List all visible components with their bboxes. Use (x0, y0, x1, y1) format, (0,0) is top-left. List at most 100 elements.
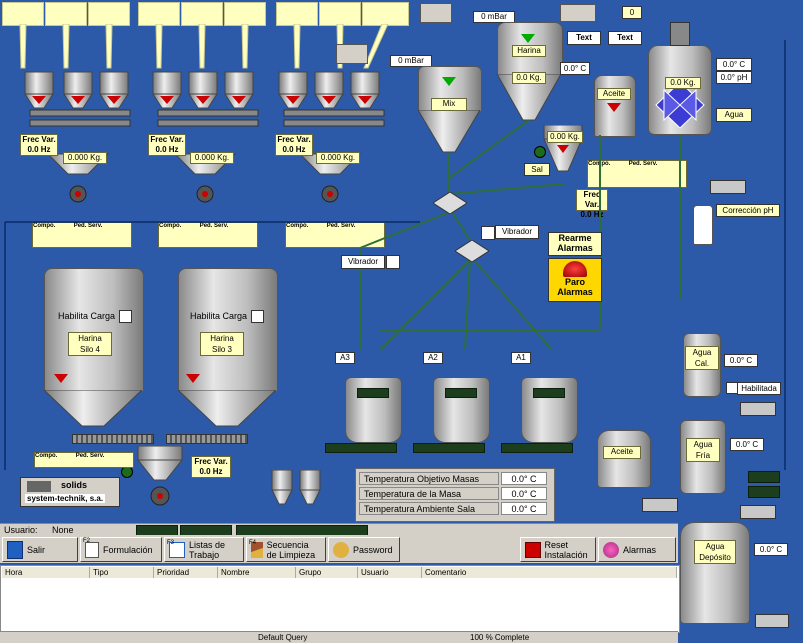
silo-3-cone (178, 390, 276, 427)
mixer-a1[interactable]: A1 (501, 352, 586, 453)
weight-display-3: 0.000 Kg. (316, 152, 360, 164)
correccion-label: Corrección pH (716, 204, 780, 217)
sal-weight: 0.00 Kg. (547, 131, 583, 143)
pump-icon-3[interactable] (642, 498, 678, 512)
salir-button[interactable]: Salir (2, 537, 78, 562)
alarm-light-icon (563, 261, 587, 277)
pump-icon-4[interactable] (740, 505, 776, 519)
monitor-icon-1[interactable] (420, 3, 452, 23)
harina-label: Harina (512, 45, 546, 57)
agua-deposito-tank[interactable] (680, 522, 750, 624)
mixer-a3[interactable]: A3 (325, 352, 410, 453)
usuario-value: None (52, 525, 74, 535)
mix-label: Mix (431, 98, 467, 111)
vibrador-checkbox-2[interactable] (386, 255, 400, 269)
usuario-label: Usuario: (4, 525, 38, 535)
compo-table-4: Compo. Ped. Serv. (587, 160, 687, 188)
silo-3[interactable] (178, 268, 278, 392)
silo-3-conveyor (166, 434, 248, 444)
pump-icon-5[interactable] (755, 614, 789, 628)
mixer-a2-display (445, 388, 477, 398)
ingredient-label-7[interactable] (276, 2, 318, 26)
silo-4-indicator (54, 374, 68, 383)
status-bar: Usuario: None (0, 523, 678, 536)
vibrador-checkbox-1[interactable] (481, 226, 495, 240)
mixer-a1-display (533, 388, 565, 398)
agua-fria-display-1 (748, 471, 780, 483)
pump-icon-1[interactable] (710, 180, 746, 194)
pressure-display-1: 0 mBar (473, 11, 515, 23)
temp-row-ambiente: Temperatura Ambiente Sala 0.0° C (359, 502, 549, 515)
temp-row-masa: Temperatura de la Masa 0.0° C (359, 487, 549, 500)
col-usuario[interactable]: Usuario (358, 567, 422, 578)
door-icon (7, 540, 23, 559)
ingredient-label-2[interactable] (45, 2, 87, 26)
pipe-network (4, 40, 786, 470)
mixer-a2[interactable]: A2 (413, 352, 498, 453)
list-icon (169, 541, 185, 558)
text-button-1[interactable]: Text (567, 31, 601, 45)
secuencia-limpieza-button[interactable]: F4 Secuencia de Limpieza (246, 537, 326, 562)
vibrador-label-1: Vibrador (495, 225, 539, 239)
computer-icon[interactable] (560, 4, 596, 22)
col-prioridad[interactable]: Prioridad (154, 567, 218, 578)
temp-ambiente-value: 0.0° C (501, 502, 547, 515)
col-grupo[interactable]: Grupo (296, 567, 358, 578)
label-pointers (19, 24, 389, 69)
splitter-1 (433, 192, 467, 214)
mix-cone (418, 110, 480, 153)
mixer-a3-display (357, 388, 389, 398)
agua-cal-temp: 0.0° C (724, 354, 758, 367)
formulacion-button[interactable]: F2 Formulación (80, 537, 162, 562)
paro-alarmas-button[interactable]: Paro Alarmas (548, 258, 602, 302)
agua-fria-display-2 (748, 486, 780, 498)
f2-key: F2 (83, 538, 91, 544)
pump-icon-2[interactable] (740, 402, 776, 416)
harina-indicator (521, 34, 535, 43)
agua-cal-label: Agua Cal. (685, 346, 719, 370)
paro-label: Paro Alarmas (557, 277, 593, 297)
silo-4[interactable] (44, 268, 144, 392)
alarm-icon (603, 541, 619, 558)
ingredient-label-8[interactable] (319, 2, 361, 26)
temp-objetivo-value[interactable]: 0.0° C (501, 472, 547, 485)
solids-logo: solids system-technik, s.a. (20, 477, 120, 507)
monitor-icon-2[interactable] (336, 44, 368, 64)
agua-ph: 0.0° pH (716, 71, 752, 84)
sal-valve-icon[interactable] (534, 146, 546, 158)
ingredient-label-9[interactable] (362, 2, 409, 26)
compo-table-2: Compo. Ped. Serv. (158, 222, 258, 248)
silo-weigh-hopper (136, 446, 184, 506)
agua-fria-temp: 0.0° C (730, 438, 764, 451)
password-button[interactable]: Password (328, 537, 400, 562)
col-hora[interactable]: Hora (2, 567, 90, 578)
footer-bar: Default Query 100 % Complete (0, 631, 678, 643)
silo-4-cone (44, 390, 142, 427)
silo-3-habilita: Habilita Carga (190, 311, 248, 321)
harina-weight: 0.0 Kg. (512, 72, 546, 84)
text-button-2[interactable]: Text (608, 31, 642, 45)
mixer-a3-base (325, 443, 397, 453)
aceite-tank[interactable] (597, 430, 651, 488)
col-nombre[interactable]: Nombre (218, 567, 296, 578)
reset-instalacion-button[interactable]: Reset Instalación (520, 537, 596, 562)
col-comentario[interactable]: Comentario (422, 567, 677, 578)
col-tipo[interactable]: Tipo (90, 567, 154, 578)
rearme-alarmas-button[interactable]: Rearme Alarmas (548, 232, 602, 256)
f3-key: F3 (167, 540, 175, 546)
ingredient-label-4[interactable] (138, 2, 180, 26)
dosing-hoppers (24, 71, 385, 203)
correccion-bottle[interactable] (693, 205, 713, 245)
agua-mixer-blades (655, 82, 705, 128)
listas-trabajo-button[interactable]: F3 Listas de Trabajo (164, 537, 244, 562)
temp-masa-value: 0.0° C (501, 487, 547, 500)
alarmas-button[interactable]: Alarmas (598, 537, 676, 562)
silo-4-checkbox[interactable] (119, 310, 132, 323)
users-icon (333, 541, 349, 558)
mixer-a1-base (501, 443, 573, 453)
footer-complete: 100 % Complete (470, 633, 530, 642)
silo-3-checkbox[interactable] (251, 310, 264, 323)
aceite-top-indicator (607, 103, 621, 112)
footer-query: Default Query (258, 633, 308, 642)
